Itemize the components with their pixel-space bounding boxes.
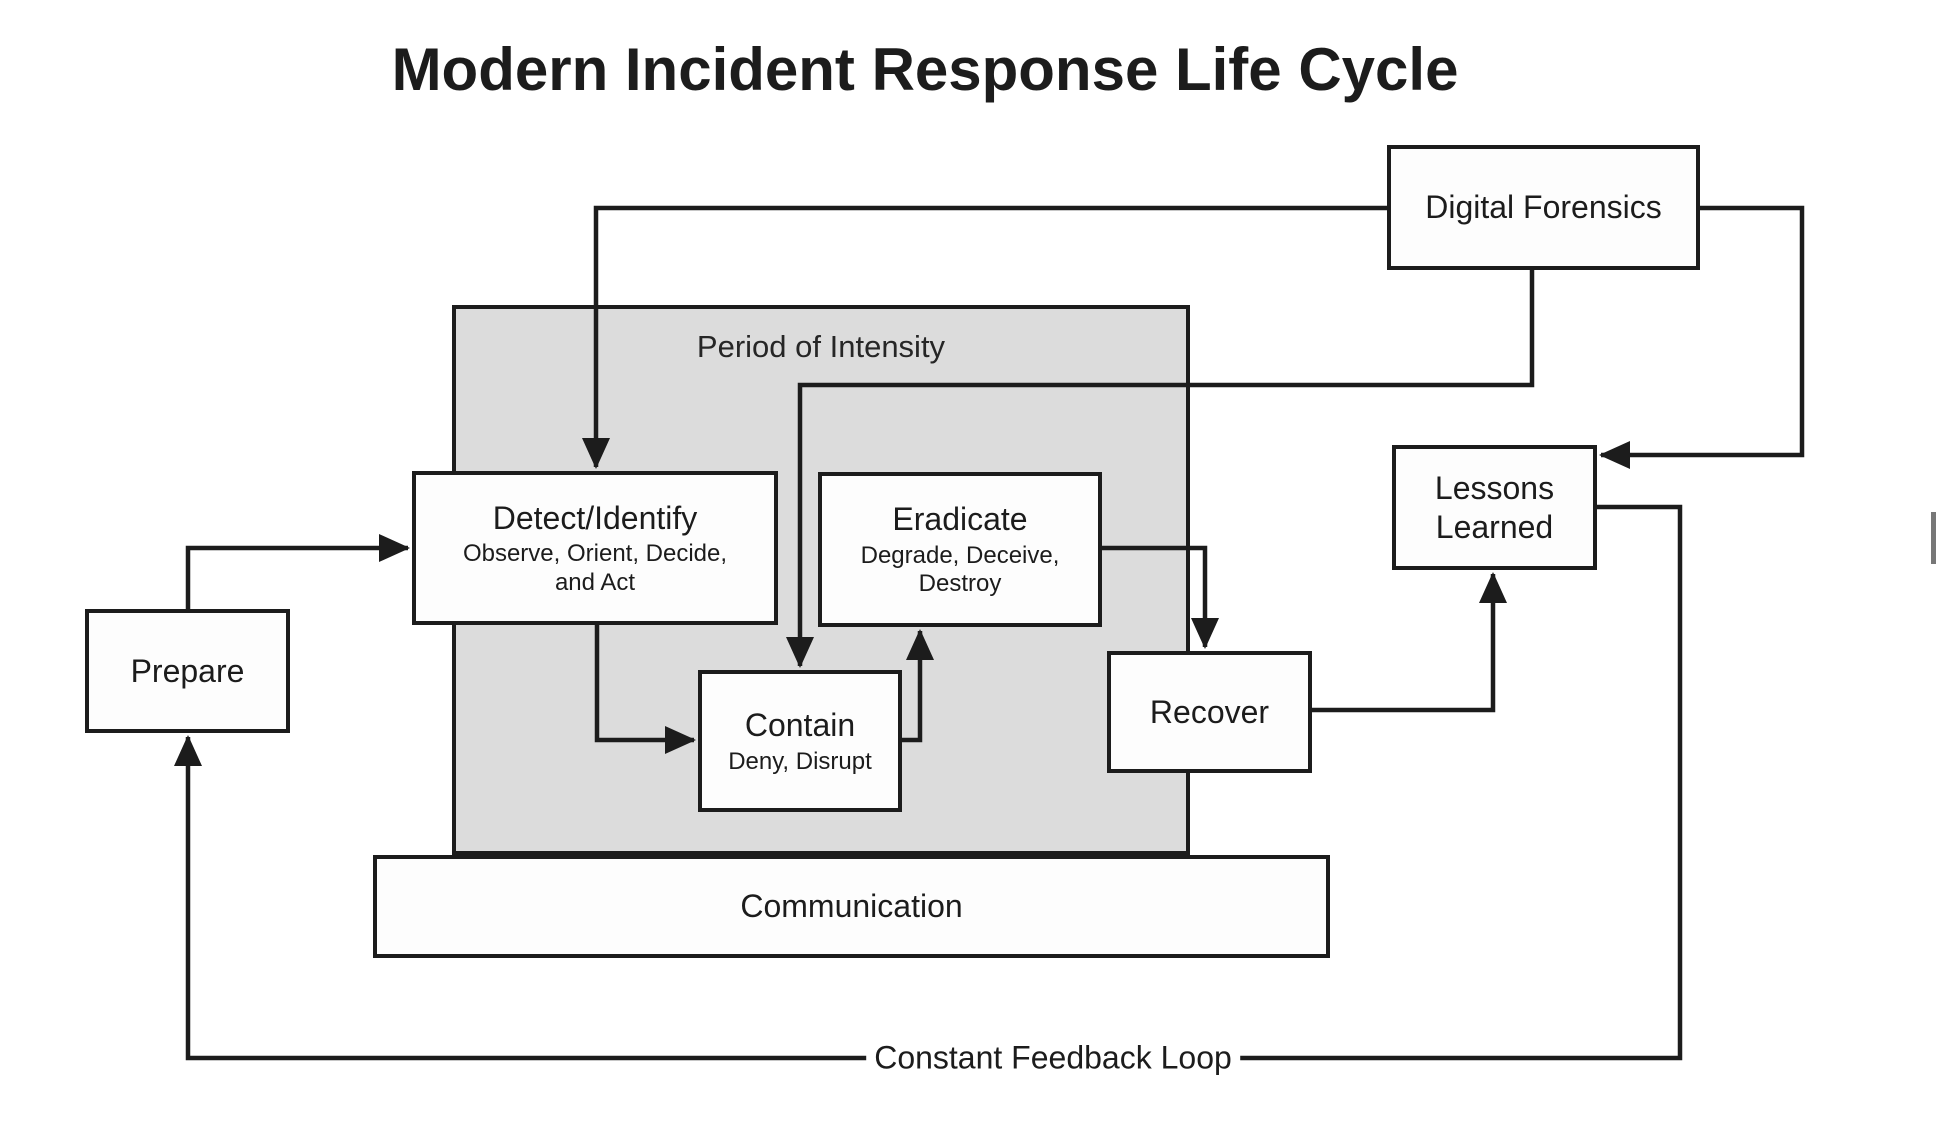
node-lessons-learned: Lessons Learned [1392, 445, 1597, 570]
contain-label: Contain [744, 707, 856, 744]
detect-identify-label: Detect/Identify [492, 499, 698, 536]
constant-feedback-loop-label: Constant Feedback Loop [866, 1039, 1240, 1077]
detect-identify-sublabel: Observe, Orient, Decide, and Act [462, 540, 728, 596]
edge-eradicate-to-recover [1100, 545, 1219, 649]
edge-lessons-feedback-to-prepare [174, 504, 1683, 1061]
eradicate-label: Eradicate [892, 501, 1028, 538]
edge-detect-to-contain [594, 623, 696, 754]
edge-forensics-to-detect [582, 205, 1389, 469]
lessons-learned-label: Lessons Learned [1434, 470, 1555, 545]
cropped-line-fragment [1931, 512, 1936, 564]
page-title: Modern Incident Response Life Cycle [391, 36, 1459, 103]
prepare-label: Prepare [130, 652, 245, 689]
eradicate-sublabel: Degrade, Deceive, Destroy [860, 541, 1060, 598]
node-recover: Recover [1107, 651, 1312, 773]
node-communication: Communication [373, 855, 1330, 958]
edge-recover-to-lessons [1310, 572, 1507, 713]
edge-forensics-to-contain [786, 268, 1535, 668]
node-detect-identify: Detect/Identify Observe, Orient, Decide,… [412, 471, 778, 625]
node-contain: Contain Deny, Disrupt [698, 670, 902, 812]
contain-sublabel: Deny, Disrupt [728, 747, 872, 775]
recover-label: Recover [1149, 693, 1270, 730]
node-eradicate: Eradicate Degrade, Deceive, Destroy [818, 472, 1102, 627]
edge-forensics-to-lessons [1599, 205, 1805, 469]
node-prepare: Prepare [85, 609, 290, 733]
period-of-intensity-label: Period of Intensity [696, 329, 946, 364]
communication-label: Communication [740, 888, 963, 925]
digital-forensics-label: Digital Forensics [1425, 189, 1662, 226]
edge-prepare-to-detect [185, 534, 410, 611]
node-digital-forensics: Digital Forensics [1387, 145, 1700, 270]
edge-contain-to-eradicate [900, 629, 934, 743]
